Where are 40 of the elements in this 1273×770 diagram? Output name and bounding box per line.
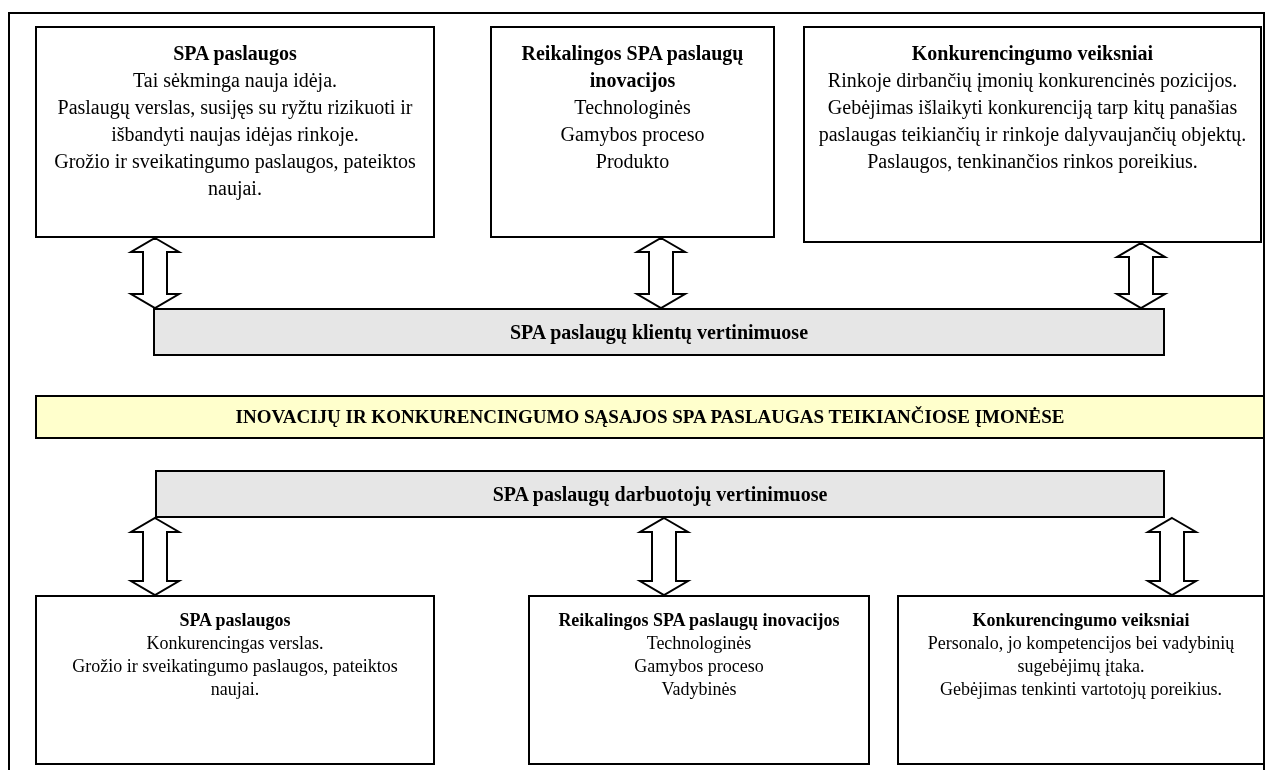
box-text: Gebėjimas išlaikyti konkurenciją tarp kitų panašias paslaugas teikiančių ir rinkoje dalyvaujančių objektų. <box>817 95 1248 148</box>
box-text: Technologinės <box>646 632 752 655</box>
double-arrow <box>636 516 692 597</box>
title-band <box>35 395 1265 439</box>
info-box <box>35 595 435 765</box>
box-heading: Konkurencingumo veiksniai <box>911 41 1154 67</box>
bar-label: SPA paslaugų klientų vertinimuose <box>510 320 808 344</box>
box-heading: Reikalingos SPA paslaugų inovacijos <box>520 41 745 94</box>
box-text: Gebėjimas tenkinti vartotojų poreikius. <box>940 678 1222 701</box>
info-box <box>35 26 435 238</box>
box-text: Personalo, jo kompetencijos bei vadybinių sugebėjimų įtaka. <box>926 632 1236 678</box>
box-text: Tai sėkminga nauja idėja. <box>132 68 338 94</box>
double-arrow <box>1144 516 1200 597</box>
box-heading: Konkurencingumo veiksniai <box>972 609 1190 632</box>
box-text: Gamybos proceso <box>634 655 764 678</box>
double-arrow <box>127 516 183 597</box>
box-heading: Reikalingos SPA paslaugų inovacijos <box>558 609 840 632</box>
box-text: Technologinės <box>574 95 691 121</box>
box-text: Vadybinės <box>661 678 737 701</box>
double-arrow <box>1113 241 1169 310</box>
box-text: Grožio ir sveikatingumo paslaugos, pateiktos naujai. <box>53 149 417 202</box>
box-heading: SPA paslaugos <box>173 41 297 67</box>
double-arrow <box>127 236 183 310</box>
box-text: Rinkoje dirbančių įmonių konkurencinės pozicijos. <box>827 68 1238 94</box>
double-arrow <box>633 236 689 310</box>
bar-label: SPA paslaugų darbuotojų vertinimuose <box>492 482 828 506</box>
box-text: Paslaugos, tenkinančios rinkos poreikius. <box>867 149 1198 175</box>
box-text: Paslaugų verslas, susijęs su ryžtu rizikuoti ir išbandyti naujas idėjas rinkoje. <box>56 95 414 148</box>
box-text: Grožio ir sveikatingumo paslaugos, pateiktos naujai. <box>71 655 399 701</box>
box-text: Produkto <box>595 149 670 174</box>
info-box <box>803 26 1262 243</box>
box-text: Gamybos proceso <box>560 122 705 148</box>
summary-bar <box>155 470 1165 518</box>
info-box <box>897 595 1265 765</box>
box-heading: SPA paslaugos <box>179 609 291 632</box>
bar-label: INOVACIJŲ IR KONKURENCINGUMO SĄSAJOS SPA PASLAUGAS TEIKIANČIOSE ĮMONĖSE <box>235 405 1065 429</box>
info-box <box>528 595 870 765</box>
box-text: Konkurencingas verslas. <box>146 632 324 655</box>
info-box <box>490 26 775 238</box>
summary-bar <box>153 308 1165 356</box>
